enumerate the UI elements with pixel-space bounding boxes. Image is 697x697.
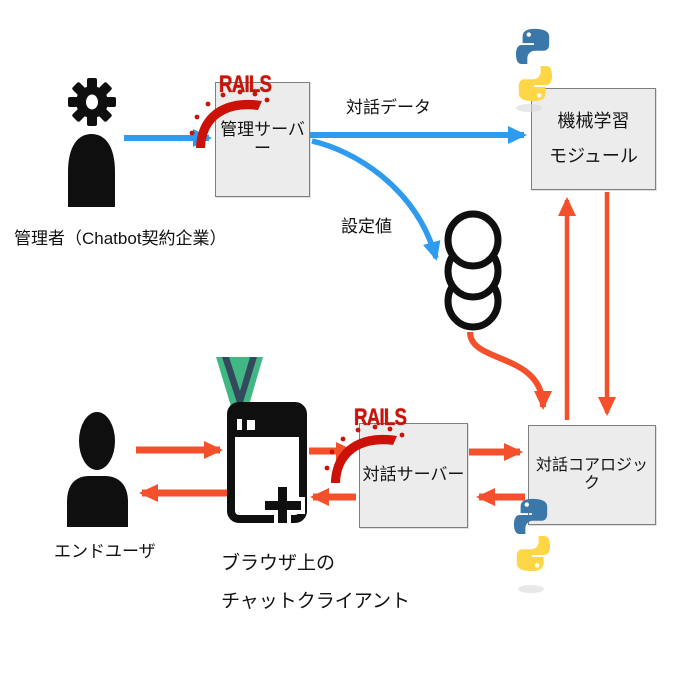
end-user-icon xyxy=(67,412,128,527)
database-icon xyxy=(444,210,502,331)
ml-module-label-line2: モジュール xyxy=(549,145,638,166)
dialog-server-label: 対話サーバー xyxy=(362,465,465,485)
browser-caption-line1: ブラウザ上の xyxy=(221,553,336,574)
core-logic-label: 対話コアロジック xyxy=(535,457,648,492)
ml-module-label-line1: 機械学習 xyxy=(557,110,630,131)
box-core-logic: 対話コアロジック xyxy=(528,425,656,525)
python-logo-shadow xyxy=(518,585,544,593)
rails-wordmark: RAILS xyxy=(219,71,272,98)
box-dialog-server: 対話サーバー xyxy=(359,423,468,528)
arrow-db-to-core-logic xyxy=(467,331,552,410)
end-user-caption: エンドユーザ xyxy=(54,542,156,561)
browser-icon xyxy=(227,402,307,527)
dialog-data-arrow-label: 対話データ xyxy=(346,98,431,117)
arrow-config-value xyxy=(311,138,441,261)
box-admin-server: 管理サーバー xyxy=(215,82,310,197)
plus-icon xyxy=(261,483,305,527)
box-ml-module: 機械学習 モジュール xyxy=(531,88,656,190)
config-value-arrow-label: 設定値 xyxy=(341,217,392,236)
vue-icon xyxy=(216,357,263,436)
admin-server-label: 管理サーバー xyxy=(220,119,305,158)
rails-wordmark: RAILS xyxy=(354,404,407,431)
browser-caption-line2: チャットクライアント xyxy=(221,591,411,612)
admin-caption: 管理者（Chatbot契約企業） xyxy=(14,229,227,248)
admin-gear-user-icon xyxy=(68,78,116,207)
